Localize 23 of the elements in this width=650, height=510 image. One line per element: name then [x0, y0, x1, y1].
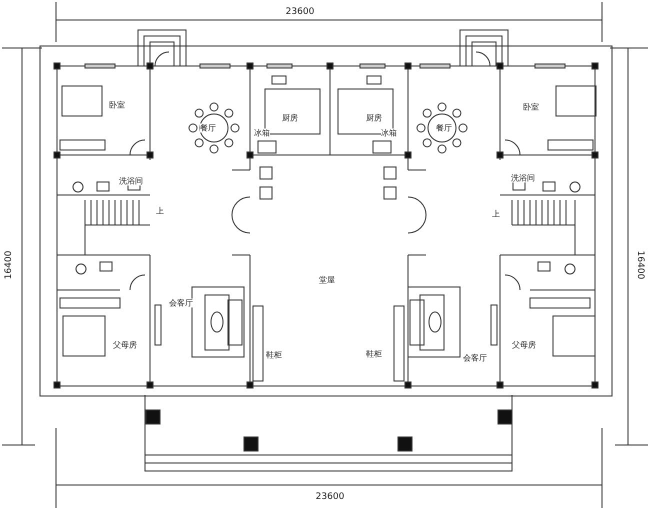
room-label: 父母房 [113, 340, 137, 350]
furniture-label: 鞋柜 [366, 350, 382, 358]
room-label: 餐厅 [436, 124, 452, 132]
dimension-text: 23600 [316, 492, 344, 502]
furniture-label: 鞋柜 [266, 350, 282, 360]
dimension-text: 16400 [4, 250, 14, 280]
room-label: 厨房 [282, 114, 298, 122]
room-label: 洗浴间 [119, 176, 143, 186]
room-label: 会客厅 [169, 298, 193, 308]
room-label: 厨房 [366, 114, 382, 122]
room-label: 卧室 [109, 100, 125, 110]
room-label: 洗浴间 [511, 174, 535, 182]
dimension-text: 16400 [635, 250, 645, 280]
appliance-label: 冰箱 [381, 128, 397, 138]
room-label: 父母房 [512, 340, 536, 350]
room-label: 卧室 [523, 102, 539, 112]
room-label: 餐厅 [200, 124, 216, 132]
room-label: 会客厅 [463, 354, 487, 362]
room-label: 堂屋 [319, 276, 335, 284]
stair-label: 上 [156, 206, 164, 216]
dimension-text: 23600 [286, 7, 314, 17]
appliance-label: 冰箱 [254, 128, 270, 138]
stair-label: 上 [492, 210, 500, 218]
